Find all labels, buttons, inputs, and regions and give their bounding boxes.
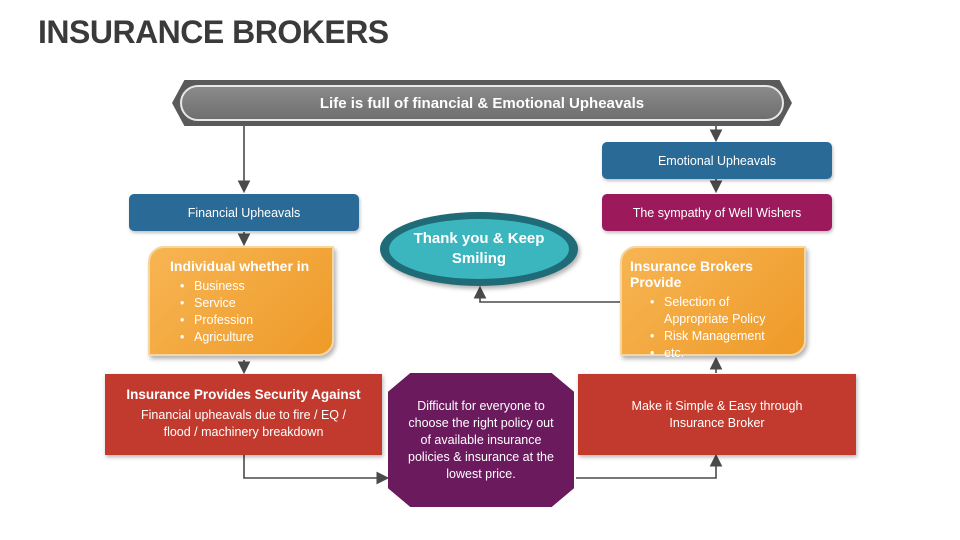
- simple-easy-text: Make it Simple & Easy through Insurance …: [631, 398, 803, 430]
- list-item: Service: [180, 295, 322, 312]
- list-item: etc.: [650, 345, 794, 362]
- list-item: Risk Management: [650, 328, 794, 345]
- security-title: Insurance Provides Security Against: [126, 387, 361, 402]
- brokers-provide-card: Insurance Brokers Provide Selection of A…: [620, 246, 806, 362]
- sympathy-box: The sympathy of Well Wishers: [602, 194, 832, 231]
- arrow-security-to-octagon: [243, 455, 390, 485]
- page-title: INSURANCE BROKERS: [38, 14, 389, 50]
- brokers-card-title: Insurance Brokers Provide: [630, 258, 753, 290]
- thank-you-ellipse: Thank you & Keep Smiling: [380, 212, 578, 286]
- list-item: Selection of Appropriate Policy: [650, 294, 794, 328]
- list-item: Profession: [180, 312, 322, 329]
- individual-card-title: Individual whether in: [170, 258, 310, 274]
- top-banner: Life is full of financial & Emotional Up…: [172, 80, 792, 126]
- difficult-octagon: Difficult for everyone to choose the rig…: [388, 373, 574, 507]
- individual-list: Business Service Profession Agriculture: [172, 278, 322, 346]
- emotional-upheavals-box: Emotional Upheavals: [602, 142, 832, 179]
- financial-upheavals-box: Financial Upheavals: [129, 194, 359, 231]
- brokers-list: Selection of Appropriate Policy Risk Man…: [646, 294, 794, 362]
- list-item: Business: [180, 278, 322, 295]
- security-body: Financial upheavals due to fire / EQ / f…: [141, 408, 346, 439]
- arrow-octagon-to-simple: [576, 453, 723, 479]
- simple-easy-box: Make it Simple & Easy through Insurance …: [578, 374, 856, 455]
- security-box: Insurance Provides Security Against Fina…: [105, 374, 382, 455]
- arrow-card-to-thankyou: [473, 285, 620, 303]
- list-item: Agriculture: [180, 329, 322, 346]
- individual-card: Individual whether in Business Service P…: [148, 246, 334, 356]
- thank-you-text: Thank you & Keep Smiling: [389, 219, 569, 279]
- banner-text: Life is full of financial & Emotional Up…: [180, 85, 784, 121]
